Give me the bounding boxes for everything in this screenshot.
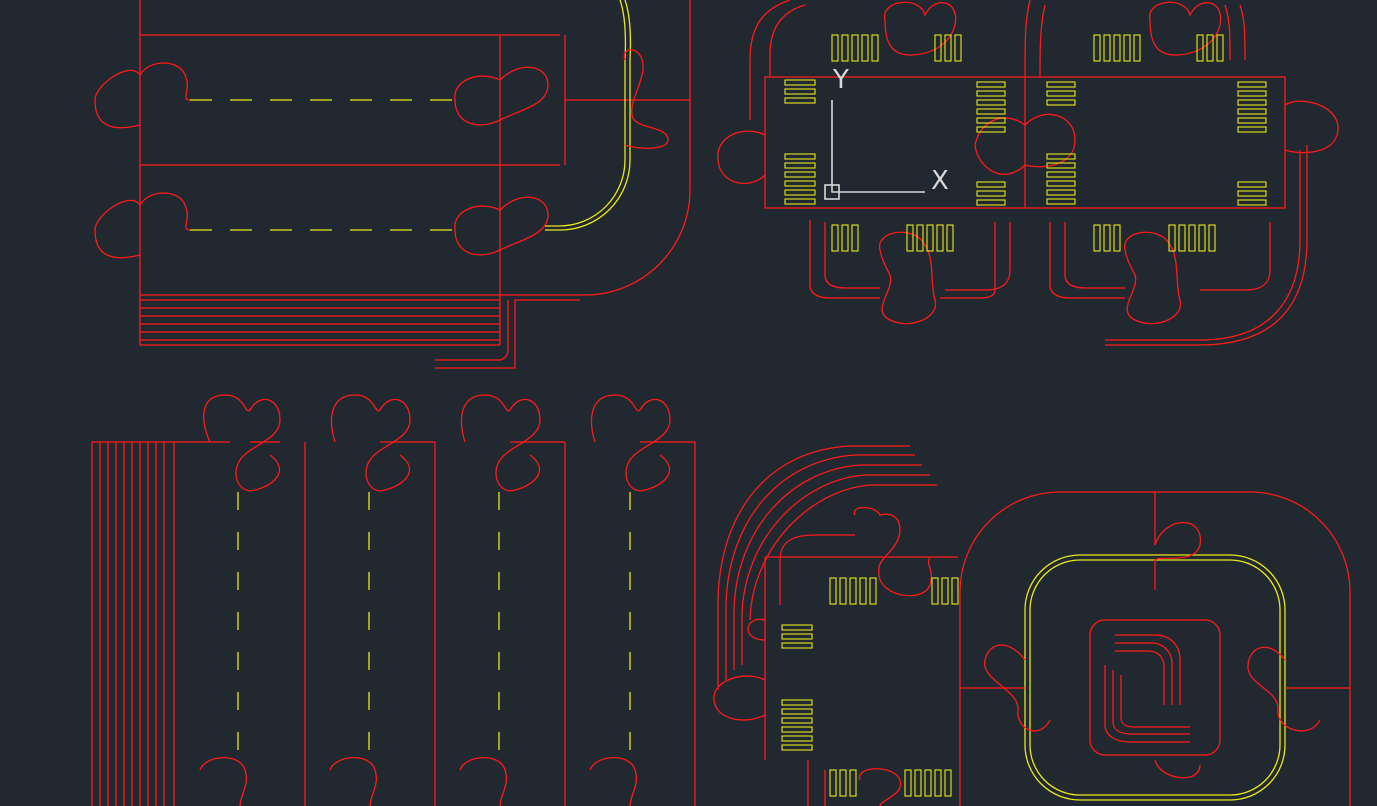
blob-top-2 [1149, 1, 1222, 56]
blob-top-1 [884, 1, 957, 56]
rounded-square-outer [959, 491, 1351, 806]
ucs-axes [831, 100, 925, 193]
pads-side [784, 79, 1267, 206]
top-left-part[interactable] [94, 0, 691, 369]
board-br [764, 534, 958, 760]
inner-l-2 [1104, 665, 1190, 743]
br-bottom-lines [807, 760, 826, 806]
tab-top-1 [203, 394, 281, 492]
corner-tr [1224, 4, 1246, 61]
tab-bot-4 [589, 757, 637, 806]
corner-tl-1 [749, 0, 791, 120]
corner-bl-2 [824, 222, 880, 289]
tab-top-2 [330, 394, 411, 492]
sq-tab-right [1247, 646, 1321, 732]
stripe-lines [140, 299, 500, 341]
bottom-left-part[interactable] [91, 394, 696, 806]
tab-bot-1 [199, 757, 247, 806]
sq-tab-bot [1154, 759, 1201, 779]
curve-3 [733, 464, 922, 670]
tab-left-2b [139, 192, 191, 231]
tab-bot-2 [329, 757, 377, 806]
tab-mid-2 [454, 196, 549, 256]
ucs-origin-box [824, 184, 840, 200]
yellow-arc-b [545, 0, 627, 227]
sq-tab-top [1154, 492, 1201, 590]
blob-br-left2 [747, 618, 766, 641]
curve-5 [749, 484, 937, 621]
tab-top-3 [460, 394, 541, 492]
tab-left-2 [94, 199, 141, 259]
board-right-outline [1025, 76, 1286, 209]
blob-bot-2 [1124, 231, 1182, 325]
inner-square [1089, 619, 1221, 756]
ucs-y-label: Y [832, 65, 849, 95]
tab-left-1 [94, 69, 141, 129]
frame-lines [139, 0, 560, 346]
curve-4 [741, 474, 930, 665]
corner-br-big2 [1105, 145, 1308, 346]
corner-br-1 [940, 222, 996, 299]
yellow-rounded-a [1024, 554, 1286, 801]
pads-br [781, 577, 959, 797]
tab-mid-1 [454, 66, 549, 126]
ucs-x-label: X [931, 166, 949, 196]
corner-bl-4 [1064, 222, 1125, 289]
tab-left-1b [139, 62, 191, 101]
blob-br-bot [859, 768, 902, 806]
bottom-right-part[interactable] [713, 445, 1351, 806]
vertical-stripes [99, 442, 175, 806]
corner-tl-2 [769, 4, 806, 77]
corner-bl-1 [809, 220, 880, 299]
tab-bot-3 [459, 757, 507, 806]
corner-br-2 [945, 222, 1011, 291]
ucs-icon: Y X [824, 65, 949, 200]
blob-mid [974, 113, 1076, 175]
board-left-outline [764, 76, 1026, 209]
pads-bottom [831, 224, 1216, 252]
outer-arc [500, 0, 691, 296]
corner-tm [1024, 0, 1046, 78]
dividers [304, 442, 566, 806]
blob-br-left [713, 675, 766, 721]
inner-l-1 [1115, 634, 1181, 705]
pads-top-left [831, 34, 1224, 62]
curve-2 [725, 454, 915, 680]
blob-left [717, 130, 766, 184]
yellow-rounded-b [1029, 559, 1281, 796]
blob-br-top [853, 506, 933, 597]
top-right-part[interactable] [717, 0, 1339, 346]
corner-bl-3 [1049, 222, 1125, 299]
inner-frame [499, 35, 690, 345]
corner-br-3 [1200, 222, 1271, 291]
tab-top-4 [590, 394, 671, 492]
yellow-arc-a [545, 0, 632, 231]
corner-br-big [1105, 150, 1301, 341]
frame-bl [91, 441, 696, 806]
stripe-hook [435, 299, 580, 369]
blob-right [1284, 100, 1339, 154]
blob-bot-1 [879, 231, 937, 325]
sq-tab-left [984, 644, 1051, 732]
curve-1 [717, 445, 910, 690]
tab-right [623, 49, 669, 149]
